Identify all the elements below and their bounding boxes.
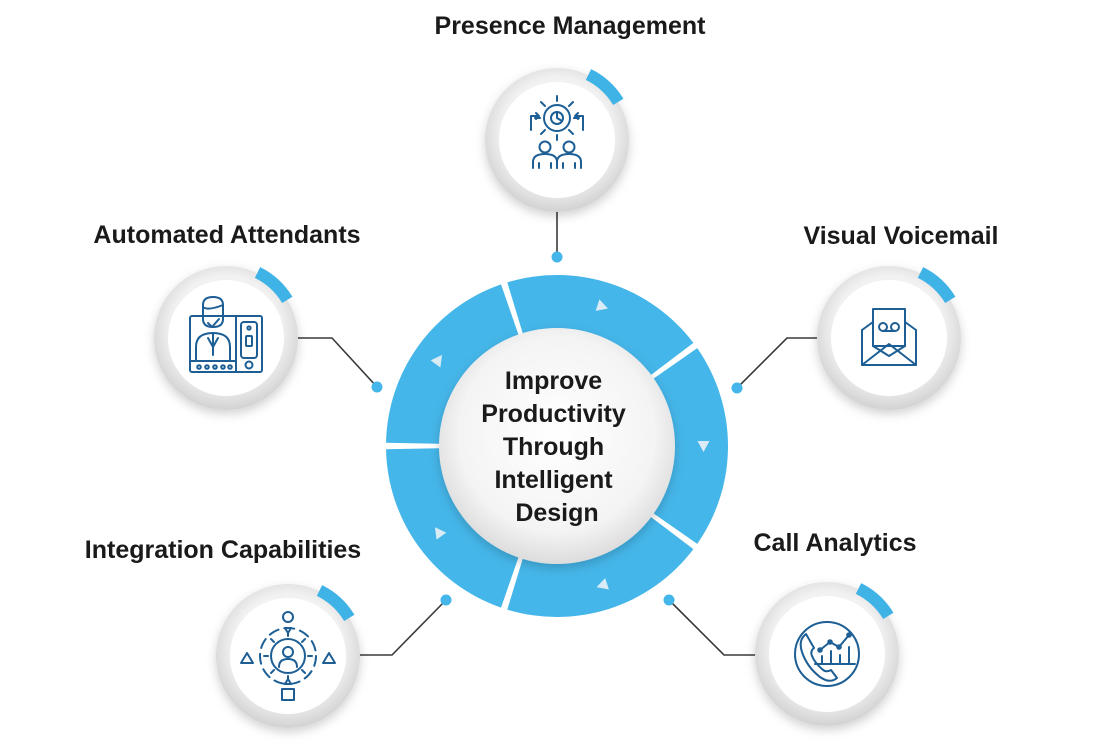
connector-dot: [551, 251, 563, 263]
connectors: [298, 212, 817, 656]
connector-voicemail: [736, 337, 817, 389]
connector-integration: [360, 599, 447, 656]
ring-arrows: [430, 299, 710, 590]
center-line-4: Intelligent: [494, 466, 613, 494]
connector-dot: [371, 381, 383, 393]
ring-arrow: [697, 441, 710, 452]
integration-gear-icon: [240, 611, 336, 701]
ring-arrow: [434, 527, 447, 540]
accent-arc: [917, 267, 956, 304]
feature-label-presence: Presence Management: [435, 12, 707, 40]
connector-automated: [298, 337, 378, 388]
feature-visual-voicemail: [817, 266, 961, 410]
feature-inner-circle: [769, 596, 885, 712]
center-line-5: Design: [515, 499, 598, 527]
center-disc: [439, 328, 675, 564]
ring-segment: [507, 274, 694, 379]
voicemail-envelope-icon: [861, 308, 917, 366]
feature-inner-circle: [831, 280, 947, 396]
ring-arrow: [595, 299, 608, 311]
accent-arc: [855, 583, 894, 620]
ring-arrow: [430, 355, 443, 368]
feature-label-automated: Automated Attendants: [93, 221, 360, 249]
connector-dot: [663, 594, 675, 606]
feature-call-analytics: [755, 582, 899, 726]
center-line-2: Productivity: [481, 400, 626, 428]
video-intercom-icon: [189, 296, 263, 373]
connector-analytics: [668, 599, 755, 656]
team-settings-icon: [530, 95, 584, 169]
connector-dot: [440, 594, 452, 606]
ring-segment: [386, 284, 521, 444]
connector-dot: [731, 382, 743, 394]
center-line-3: Through: [503, 433, 604, 461]
ring-segment: [386, 448, 521, 608]
ring-arrow: [596, 578, 609, 590]
accent-arc: [254, 267, 293, 304]
ring-segment: [648, 348, 728, 544]
center-line-1: Improve: [505, 367, 602, 395]
phone-analytics-icon: [794, 621, 860, 687]
accent-arc: [316, 585, 355, 622]
central-ring: [386, 274, 728, 617]
feature-label-voicemail: Visual Voicemail: [803, 222, 998, 250]
feature-label-integration: Integration Capabilities: [85, 536, 361, 564]
feature-label-analytics: Call Analytics: [753, 529, 916, 557]
center-title: Improve Productivity Through Intelligent…: [481, 367, 632, 527]
accent-arc: [585, 69, 624, 106]
connector-dots: [371, 251, 743, 606]
ring-segment: [507, 513, 694, 617]
